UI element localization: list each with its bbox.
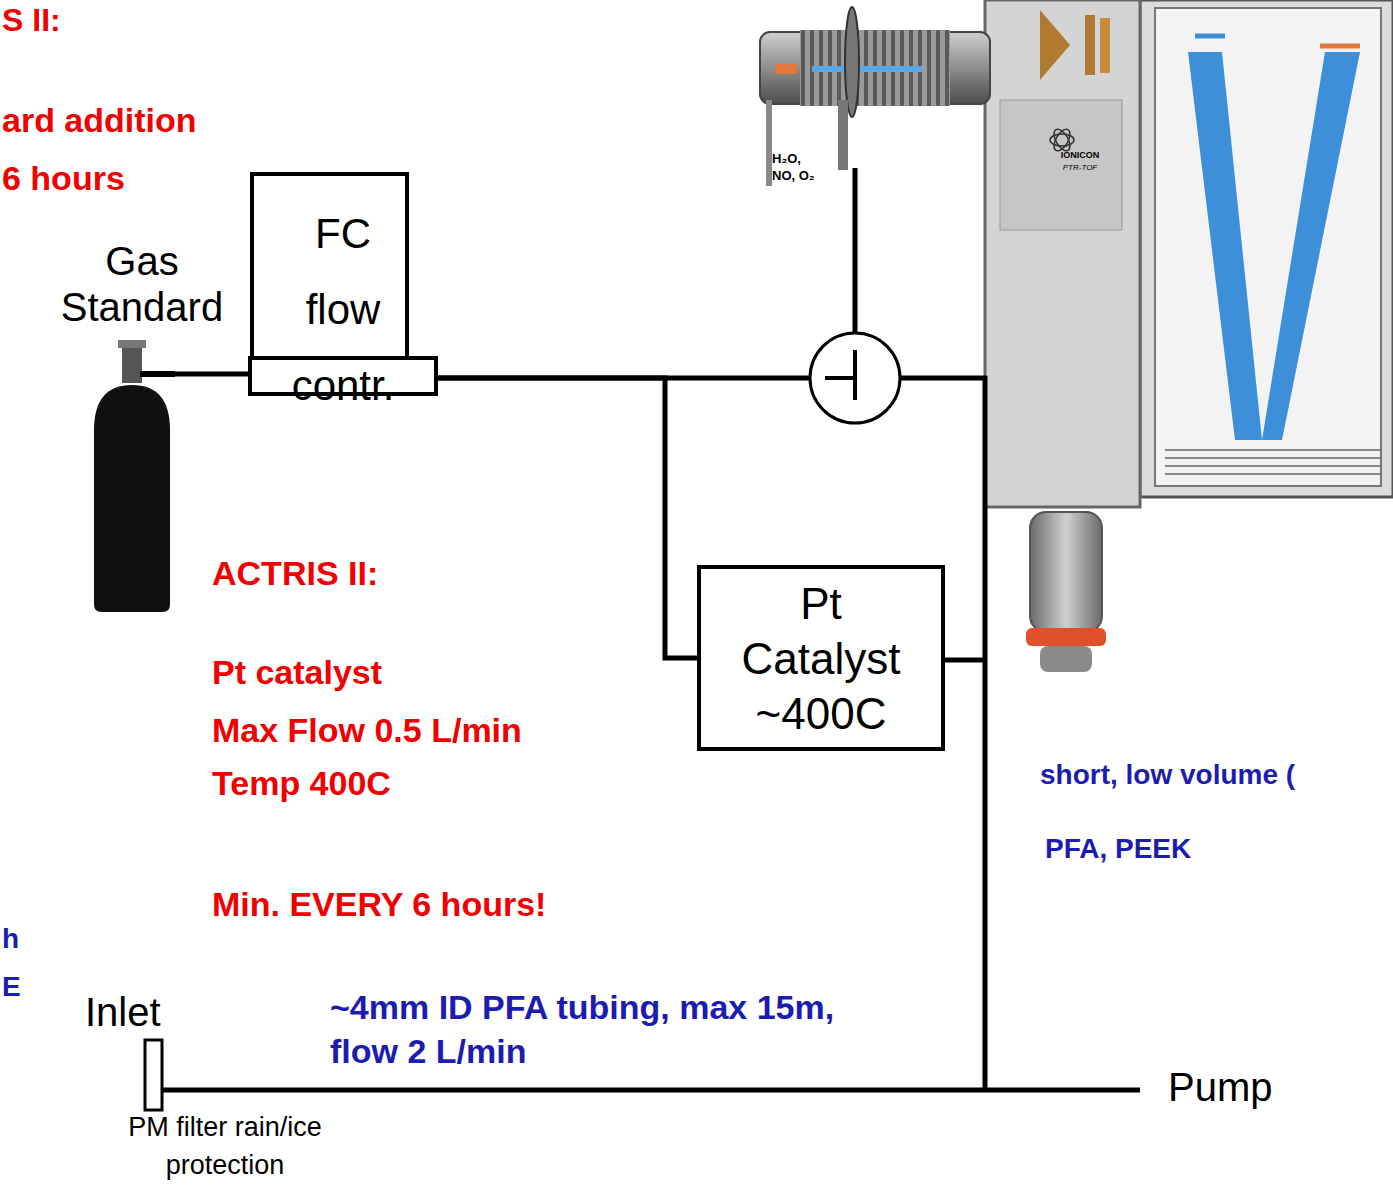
tubing-note: ~4mm ID PFA tubing, max 15m, flow 2 L/mi…: [330, 985, 845, 1073]
cylinder-outline: [90, 340, 175, 612]
ion-source-housing: [985, 0, 1140, 672]
catalyst-box: Pt Catalyst ~400C: [697, 565, 945, 751]
brand-label: IONICON: [1040, 150, 1120, 161]
pump-label: Pump: [1168, 1064, 1328, 1110]
tubing-note: short, low volume (: [1040, 758, 1390, 792]
model-label: PTR-TOF: [1040, 163, 1120, 173]
note-text: Min. EVERY 6 hours!: [212, 884, 632, 924]
tube-connector: [438, 378, 697, 658]
inlet-filter: [145, 1040, 162, 1110]
drift-tube: [760, 7, 990, 186]
tubing-note: PFA, PEEK: [1045, 832, 1345, 866]
reagent-gas-label: H₂O, NO, O₂: [772, 150, 816, 184]
tubing-note: E: [2, 970, 62, 1004]
gas-cylinder: Gas Standard: [90, 340, 175, 612]
note-text: Temp 400C: [212, 763, 512, 803]
flow-controller-box: FC flow contr.: [248, 172, 438, 396]
filter-label: PM filter rain/ice protection: [80, 1108, 370, 1184]
heading-fragment: 6 hours: [2, 158, 202, 198]
note-text: Max Flow 0.5 L/min: [212, 710, 632, 750]
inlet-label: Inlet: [85, 990, 205, 1034]
heading-fragment: S II:: [2, 2, 202, 38]
heading-fragment: ard addition: [2, 100, 262, 140]
tof-housing: [1140, 0, 1393, 497]
tubing: [145, 168, 1140, 1110]
controller-label: FC flow contr.: [278, 196, 408, 424]
cylinder-label: Gas Standard: [52, 238, 232, 330]
tubing-note: h: [2, 922, 62, 956]
note-text: Pt catalyst: [212, 652, 512, 692]
note-heading: ACTRIS II:: [212, 553, 512, 593]
catalyst-label: Pt Catalyst ~400C: [721, 576, 921, 741]
tube-connector: [175, 372, 248, 377]
valve-symbol: [810, 333, 900, 423]
